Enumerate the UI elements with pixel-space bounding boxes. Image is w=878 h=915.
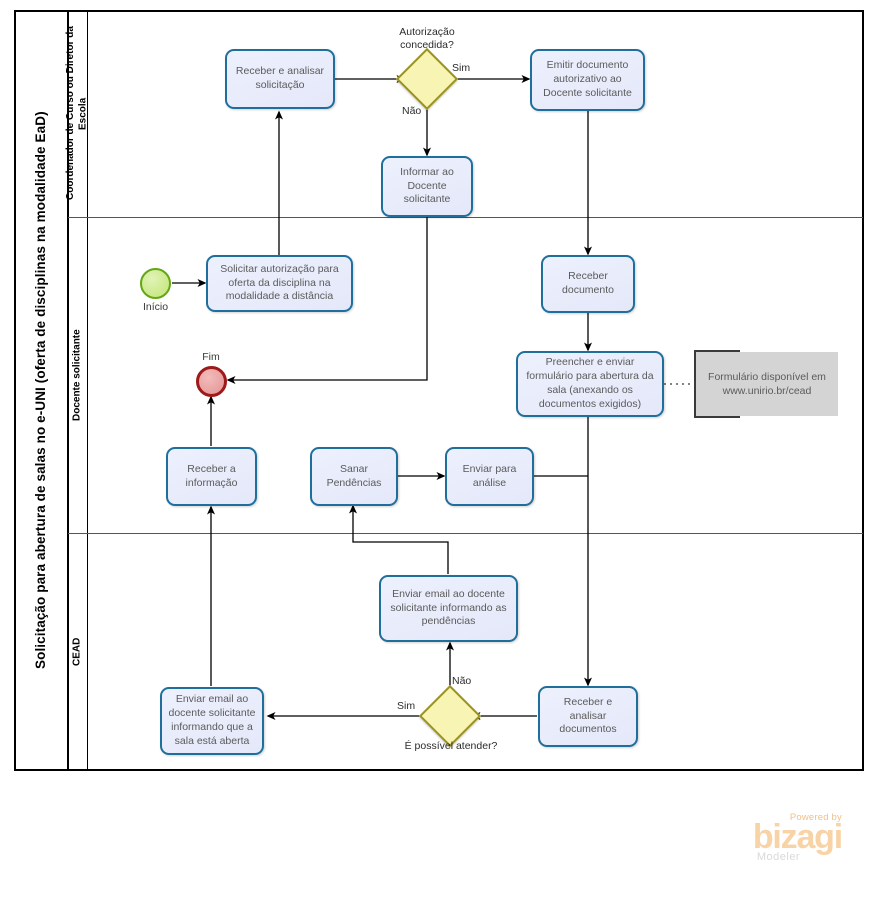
lane-label-cead: CEAD — [71, 637, 83, 667]
lane-label-divider — [87, 10, 88, 771]
flow-label-gw1-sim: Sim — [452, 62, 471, 74]
lane-divider-1 — [68, 217, 863, 218]
task-enviar-para-analise[interactable]: Enviar para análise — [445, 447, 534, 506]
start-event-label: Início — [142, 301, 169, 313]
bizagi-product-label: Modeler — [756, 851, 801, 863]
task-solicitar-autorizacao[interactable]: Solicitar autorização para oferta da dis… — [206, 255, 353, 312]
pool-frame — [14, 10, 864, 771]
text-annotation: Formulário disponível em www.unirio.br/c… — [694, 350, 838, 418]
task-enviar-email-pendencias[interactable]: Enviar email ao docente solicitante info… — [379, 575, 518, 642]
bizagi-logo: bizagi — [752, 817, 843, 856]
lane-label-coordenador: Coordenador de Curso ou Diretor da Escol… — [65, 26, 89, 201]
flow-label-gw1-nao: Não — [402, 105, 422, 117]
task-emitir-documento[interactable]: Emitir documento autorizativo ao Docente… — [530, 49, 645, 111]
task-receber-analisar-documentos[interactable]: Receber e analisar documentos — [538, 686, 638, 747]
flow-label-gw2-nao: Não — [452, 675, 472, 687]
pool-title: Solicitação para abertura de salas no e-… — [33, 111, 48, 670]
task-preencher-enviar-formulario[interactable]: Preencher e enviar formulário para abert… — [516, 351, 664, 417]
flow-label-gw2-sim: Sim — [397, 700, 416, 712]
task-receber-analisar-solicitacao[interactable]: Receber e analisar solicitação — [225, 49, 335, 109]
lane-label-docente: Docente solicitante — [71, 329, 83, 421]
end-event-label: Fim — [202, 351, 220, 363]
task-receber-documento[interactable]: Receber documento — [541, 255, 635, 313]
task-informar-docente[interactable]: Informar ao Docente solicitante — [381, 156, 473, 217]
task-sanar-pendencias[interactable]: Sanar Pendências — [310, 447, 398, 506]
task-enviar-email-sala-aberta[interactable]: Enviar email ao docente solicitante info… — [160, 687, 264, 755]
powered-by-label: Powered by — [789, 811, 842, 823]
lane-divider-2 — [68, 533, 863, 534]
start-event[interactable] — [140, 268, 171, 299]
gateway-possivel-atender-label: É possível atender? — [404, 740, 498, 752]
end-event[interactable] — [196, 366, 227, 397]
gateway-autorizacao-label: Autorização concedida? — [399, 26, 455, 51]
bizagi-branding: Powered by bizagi Modeler — [752, 811, 843, 863]
pool-title-divider — [67, 10, 69, 771]
task-receber-informacao[interactable]: Receber a informação — [166, 447, 257, 506]
